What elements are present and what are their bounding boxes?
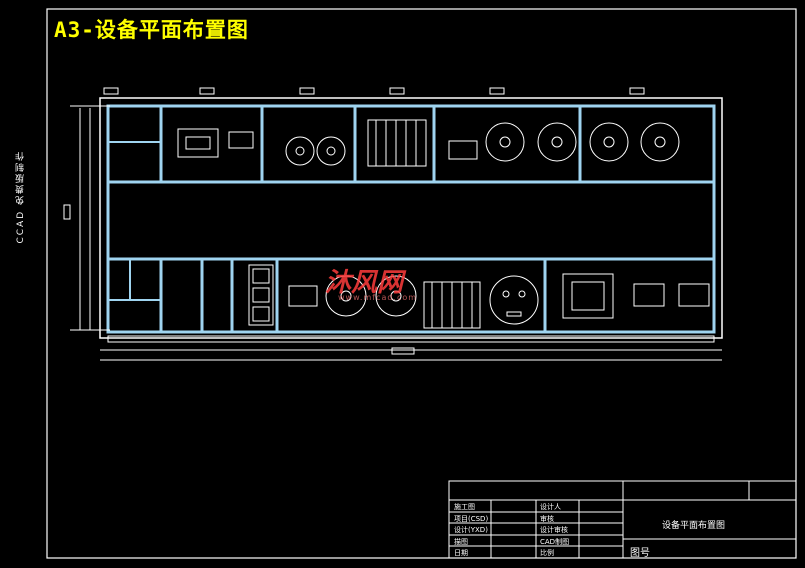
tb-drawing-name: 设备平面布置图 bbox=[662, 521, 726, 531]
tb-row1-label: 施工图 bbox=[454, 503, 475, 511]
watermark-logo: 沐风网 bbox=[325, 268, 404, 298]
tb-row4-label: 描图 bbox=[454, 538, 468, 546]
tb-row3-value: 设计审核 bbox=[540, 526, 568, 534]
title-block bbox=[448, 480, 797, 559]
tb-drawing-no-label: 图号 bbox=[630, 548, 650, 559]
tb-row5-value: 比例 bbox=[540, 549, 554, 557]
tb-row4-value: CAD制图 bbox=[540, 538, 570, 546]
drawing-title: A3-设备平面布置图 bbox=[54, 18, 249, 42]
floor-plan bbox=[63, 87, 723, 361]
tb-row2-label: 项目(CSD) bbox=[454, 515, 489, 523]
tb-row1-value: 设计人 bbox=[540, 503, 561, 511]
tb-row2-value: 审核 bbox=[540, 515, 554, 523]
tb-row3-label: 设计(YXD) bbox=[454, 526, 488, 534]
watermark-url: www.mfcad.com bbox=[338, 293, 418, 302]
drawing-frame bbox=[46, 8, 797, 559]
side-watermark-text: CCAD 免费版制作 bbox=[16, 150, 26, 244]
tb-row5-label: 日期 bbox=[454, 549, 468, 557]
